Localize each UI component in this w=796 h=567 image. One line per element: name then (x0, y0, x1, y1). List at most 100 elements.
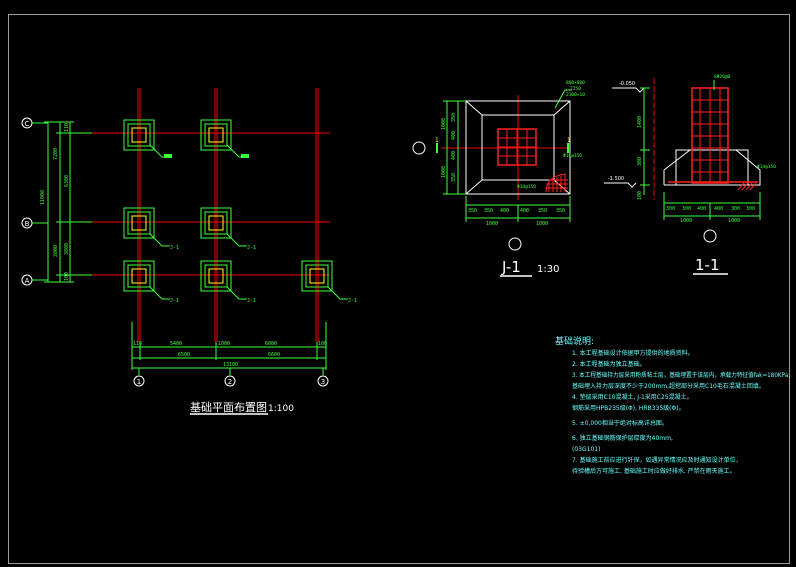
footing-tag: J-1 (170, 298, 179, 304)
j1-axis-bubble-left (412, 141, 426, 155)
j1-note-top-2: 2100×10 (566, 92, 585, 98)
s11-dim-bottom-4: 300 (731, 206, 740, 212)
section-mark-left: 1 (435, 137, 439, 144)
dim-bottom-row1-1: 6000 (265, 341, 277, 347)
s11-dim-left-1: 1400 (637, 116, 643, 128)
axis-label-c: C (25, 120, 30, 128)
notes-heading: 基础说明: (555, 335, 594, 347)
axis-label-3: 3 (321, 378, 325, 386)
dim-left-col2-0: 7200 (53, 148, 59, 160)
s11-dim-left-0: 100 (637, 191, 643, 200)
dim-left-small-0: 110 (64, 123, 70, 132)
plan-title: 基础平面布置图 (190, 401, 267, 414)
j1-dim-bottom-5: 350 (556, 208, 565, 214)
j1-bottom-rebar (545, 173, 568, 193)
j1-note-top-0: 800×800 (566, 80, 585, 86)
dim-bottom-small-2: 100 (318, 341, 327, 347)
note-line-1: 2. 本工程基础为独立基础。 (572, 360, 646, 368)
note-line-7: 6. 独立基础钢筋保护层厚度为40mm, (572, 434, 673, 442)
j1-dim-bottom-2: 400 (500, 208, 509, 214)
s11-dim-bottom-3: 400 (714, 206, 723, 212)
dim-bottom-row2-1: 6600 (268, 352, 280, 358)
j1-axis-bubble-bottom (508, 237, 522, 251)
note-line-5: 钢筋采用HPB235级(Φ), HRB335级(Φ)。 (572, 404, 685, 412)
j1-dim-left-2: 400 (451, 131, 457, 140)
j1-dim-bottom-total-1: 1000 (536, 221, 548, 227)
note-line-3: 基础埋入持力层深度不少于200mm,超挖部分采用C10毛石混凝土回填。 (572, 382, 765, 390)
note-line-10: 待验槽后方可施工, 基础施工时应做好排水, 严禁在雨天施工。 (572, 467, 736, 475)
footing-a2[interactable] (200, 260, 247, 300)
s11-title: 1-1 (695, 256, 720, 274)
j1-dim-bottom-total-0: 1000 (486, 221, 498, 227)
j1-scale: 1:30 (537, 264, 559, 275)
footing-c1[interactable] (123, 119, 172, 158)
dim-bottom-row2-0: 6500 (178, 352, 190, 358)
s11-dim-bottom-5: 300 (746, 206, 755, 212)
s11-left-dim-lines (640, 87, 650, 195)
footing-a1[interactable] (123, 260, 170, 300)
note-line-0: 1. 本工程基础设计依据甲方提供的地质资料。 (572, 349, 694, 357)
footing-a3[interactable] (301, 260, 348, 300)
j1-column-rebar (497, 128, 537, 166)
j1-dim-bottom-1: 350 (484, 208, 493, 214)
footing-tag: J-1 (170, 245, 179, 251)
s11-level-bottom: -1.500 (608, 176, 624, 182)
dim-left-small-1: 100 (64, 272, 70, 281)
footing-tag: J-1 (348, 298, 357, 304)
j1-dim-bottom-3: 400 (520, 208, 529, 214)
footing-c2[interactable] (200, 119, 249, 158)
axis-bubbles-vertical (133, 375, 329, 387)
dim-bottom-row1-0: 5400 (170, 341, 182, 347)
j1-dim-bottom-0: 350 (468, 208, 477, 214)
foundation-plan: J-1 J-1 J-1 J-1 J-1 11000 7200 2800 6300… (21, 88, 357, 415)
j1-dim-left-5: 1000 (441, 166, 447, 178)
axis-bubbles-horizontal (21, 117, 48, 286)
s11-dim-left-2: 300 (637, 157, 643, 166)
j1-leader-top (554, 89, 572, 109)
j1-bottom-dim-lines (465, 196, 571, 222)
note-line-2: 3. 本工程基础持力层采用粉质粘土层，基础埋置于该层内，承载力特征值fak=18… (572, 371, 790, 379)
s11-dim-bottom-total-0: 1000 (680, 218, 692, 224)
plan-scale: 1:100 (268, 404, 294, 414)
j1-dim-left-0: 1000 (441, 118, 447, 130)
j1-dim-left-3: 400 (451, 151, 457, 160)
dim-left-col2-1: 2800 (53, 245, 59, 257)
s11-bottom-hatch (737, 182, 757, 191)
note-line-4: 4. 垫层采用C10混凝土, J-1采用C25混凝土。 (572, 393, 693, 401)
footing-tag: J-1 (247, 298, 256, 304)
axis-label-a: A (25, 277, 30, 285)
j1-note-bottom: Φ14@150 (517, 184, 536, 190)
footings (123, 119, 348, 300)
note-line-6: 5. ±0.000相当于绝对标高详总图。 (572, 419, 668, 427)
s11-pedestal (675, 149, 749, 186)
footing-tag: J-1 (247, 245, 256, 251)
dim-left-total: 11000 (40, 190, 46, 205)
s11-level-bottom-marker (604, 182, 637, 188)
footing-b1[interactable] (123, 207, 170, 247)
axis-label-b: B (25, 220, 30, 228)
s11-note-right: Φ14@150 (757, 164, 776, 170)
j1-note-right: Φ14@150 (563, 153, 582, 159)
s11-bottom-dim-lines (663, 192, 761, 220)
s11-dim-bottom-0: 300 (666, 206, 675, 212)
s11-footing-outline (663, 149, 761, 186)
j1-dim-bottom-4: 350 (538, 208, 547, 214)
footing-b2[interactable] (200, 207, 247, 247)
dim-bottom-small-1: 1000 (218, 341, 230, 347)
bottom-dimensions (131, 322, 327, 375)
s11-column-rebar (668, 87, 758, 184)
note-line-9: 7. 基础施工前应进行钎探，如遇异常情况应及时通知设计单位， (572, 456, 742, 464)
note-line-8: (03G101) (572, 446, 600, 453)
section-1-1: -0.050 -1.500 1400 300 100 300 300 (604, 74, 776, 275)
s11-level-top: -0.050 (619, 81, 635, 87)
s11-dim-bottom-2: 400 (697, 206, 706, 212)
s11-dim-bottom-1: 300 (682, 206, 691, 212)
j1-title: J-1 (501, 258, 521, 276)
j1-outer-pad (465, 100, 571, 195)
dim-left-col1-0: 6300 (64, 175, 70, 187)
axis-label-2: 2 (228, 378, 232, 386)
design-notes: 基础说明: 1. 本工程基础设计依据甲方提供的地质资料。 2. 本工程基础为独立… (555, 335, 790, 475)
s11-axis-bubble (703, 229, 717, 243)
